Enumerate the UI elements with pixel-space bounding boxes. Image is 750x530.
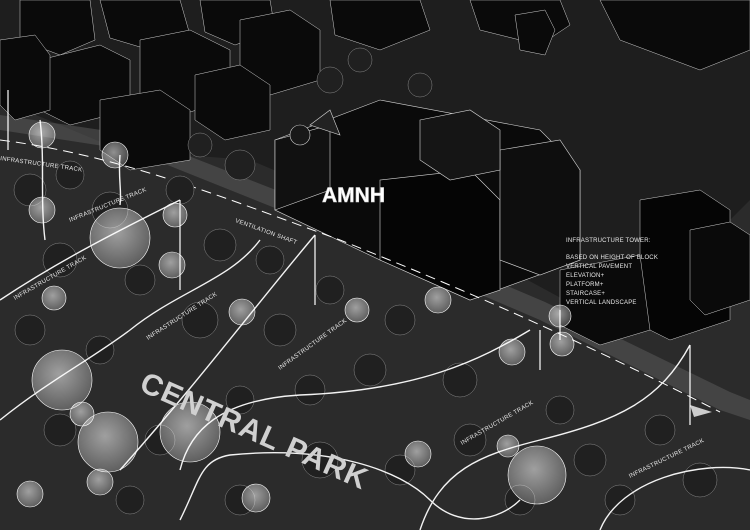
legend-line: VERTICAL PAVEMENT bbox=[566, 264, 632, 270]
legend-line: BASED ON HEIGHT OF BLOCK bbox=[566, 255, 658, 261]
legend-line: ELEVATION+ bbox=[566, 273, 605, 279]
museum-label: AMNH bbox=[322, 184, 385, 207]
legend-line: VERTICAL LANDSCAPE bbox=[566, 300, 637, 306]
legend-line: STAIRCASE+ bbox=[566, 291, 605, 297]
infrastructure-spheres bbox=[16, 121, 575, 513]
museum-building: AMNH bbox=[274, 99, 581, 301]
upper-west-buildings bbox=[0, 0, 431, 171]
legend-title: INFRASTRUCTURE TOWER: bbox=[566, 238, 651, 244]
upper-east-buildings bbox=[469, 0, 750, 346]
track-arrow bbox=[690, 405, 712, 417]
tower-legend: INFRASTRUCTURE TOWER: BASED ON HEIGHT OF… bbox=[566, 238, 658, 306]
legend-line: PLATFORM+ bbox=[566, 282, 604, 288]
